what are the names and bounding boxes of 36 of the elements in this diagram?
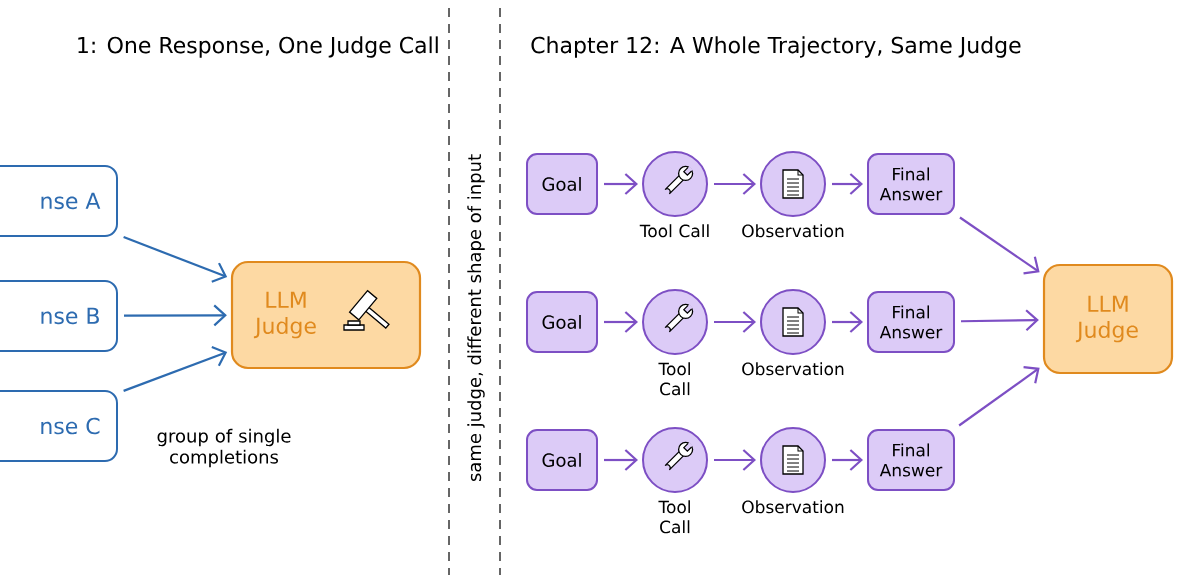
node-caption: Observation <box>742 362 844 376</box>
arrow <box>832 311 863 333</box>
response-box: nse C <box>0 390 118 462</box>
goal-box: Goal <box>526 153 598 215</box>
arrow <box>832 449 863 471</box>
node-caption: Observation <box>742 500 844 514</box>
arrow <box>714 449 756 471</box>
arrow <box>604 311 638 333</box>
section-title: Chapter 12: A Whole Trajectory, Same Judge <box>531 36 1021 58</box>
answer-box: Final Answer <box>867 291 955 353</box>
group-note: group of single completions <box>157 428 291 468</box>
node-caption: Tool Call <box>639 224 709 238</box>
response-box: nse B <box>0 280 118 352</box>
arrow <box>714 311 756 333</box>
goal-box: Goal <box>526 291 598 353</box>
arrow <box>832 173 863 195</box>
arrow <box>123 236 228 283</box>
answer-box: Final Answer <box>867 153 955 215</box>
arrow <box>124 304 227 327</box>
arrow <box>959 216 1040 275</box>
arrow <box>604 449 638 471</box>
goal-box: Goal <box>526 429 598 491</box>
judge-box: LLM Judge <box>230 260 422 370</box>
arrow <box>123 346 228 392</box>
response-box: nse A <box>0 165 118 237</box>
divider-note: same judge, different shape of input <box>467 154 485 482</box>
node-caption: Observation <box>742 224 844 238</box>
section-title: 1: One Response, One Judge Call <box>78 36 438 58</box>
arrow <box>714 173 756 195</box>
arrow <box>961 309 1039 332</box>
node-caption: Tool Call <box>658 362 690 396</box>
answer-box: Final Answer <box>867 429 955 491</box>
judge-box: LLM Judge <box>1042 263 1174 375</box>
node-caption: Tool Call <box>658 500 690 534</box>
arrow <box>958 365 1040 427</box>
arrow <box>604 173 638 195</box>
